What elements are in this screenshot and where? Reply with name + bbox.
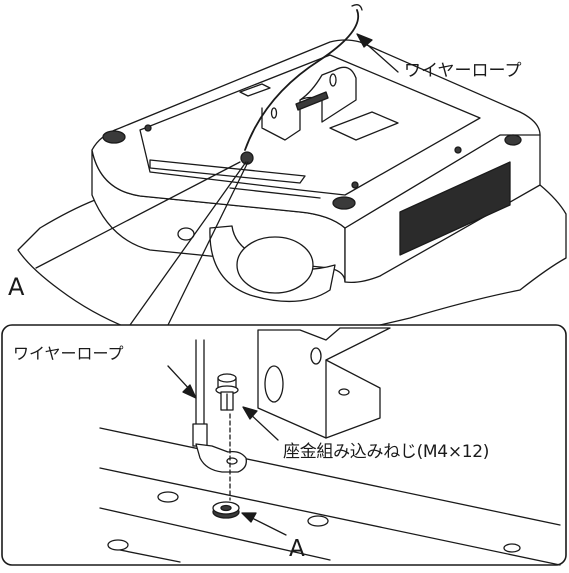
inset-panel-hole-4: [503, 543, 521, 553]
front-ridge-2: [229, 187, 321, 199]
inset-screw-arrowhead: [242, 406, 258, 420]
bracket-hole: [329, 73, 337, 87]
foot-right-back: [504, 134, 522, 146]
inset-terminal-lug: [195, 443, 247, 473]
projector-inner-plate: [139, 54, 481, 196]
inset-screw-head-top: [217, 373, 237, 383]
inset-panel-edge-3: [99, 507, 331, 561]
inset-a-arrowhead: [241, 512, 257, 523]
detail-inset-frame: [1, 324, 567, 566]
inset-wire-rope: [195, 339, 205, 433]
inset-panel-hole-2: [307, 515, 329, 527]
lens-glass: [236, 236, 314, 294]
label-wire-rope-inset: ワイヤーロープ: [13, 344, 124, 363]
plate-slot: [329, 111, 399, 141]
inset-point-a-nut-hole: [220, 504, 232, 512]
plate-slot-2: [239, 83, 271, 97]
wire-rope-top-arrowhead: [356, 33, 373, 48]
inset-bracket-hole-2: [338, 388, 350, 396]
wire-rope-main: [244, 9, 360, 151]
inset-bracket-slot: [264, 365, 284, 403]
magnify-line-left: [129, 161, 247, 326]
inset-panel-edge-4: [109, 547, 181, 563]
inset-lug-hole: [226, 457, 238, 465]
wire-rope-hook: [351, 4, 363, 11]
front-ridge: [149, 159, 306, 184]
inset-panel-edge-2: [99, 467, 561, 566]
wire-rope-top-arrow-line: [361, 39, 399, 73]
vent-grille: [399, 161, 511, 256]
bracket-hole-2: [270, 107, 278, 119]
screw-small: [144, 124, 152, 132]
inset-a-arrow-line: [247, 515, 287, 536]
foot-right-front: [332, 196, 356, 210]
inset-screw-arrow-line: [247, 411, 279, 441]
inset-wire-arrowhead: [182, 384, 197, 399]
magnify-line-right: [167, 161, 249, 326]
a-top-leader-line: [35, 161, 241, 269]
inset-bracket-hole: [310, 347, 322, 365]
bracket-vent: [295, 91, 329, 111]
label-point-a-top: A: [8, 273, 25, 301]
label-wire-rope-top: ワイヤーロープ: [404, 61, 522, 81]
inset-bracket: [257, 327, 391, 439]
inset-panel-edge: [99, 427, 561, 526]
screw-point-a: [240, 151, 254, 165]
label-washer-screw: 座金組み込みねじ(M4×12): [283, 442, 490, 462]
screw-small-3: [454, 146, 462, 154]
screw-small-2: [351, 181, 359, 189]
label-point-a-inset: A: [289, 536, 305, 562]
inset-panel-hole: [157, 491, 179, 503]
foot-left: [102, 130, 126, 144]
inset-wire-sleeve: [192, 423, 208, 447]
inset-bracket-edge: [325, 359, 381, 439]
inset-panel-hole-3: [107, 539, 129, 551]
